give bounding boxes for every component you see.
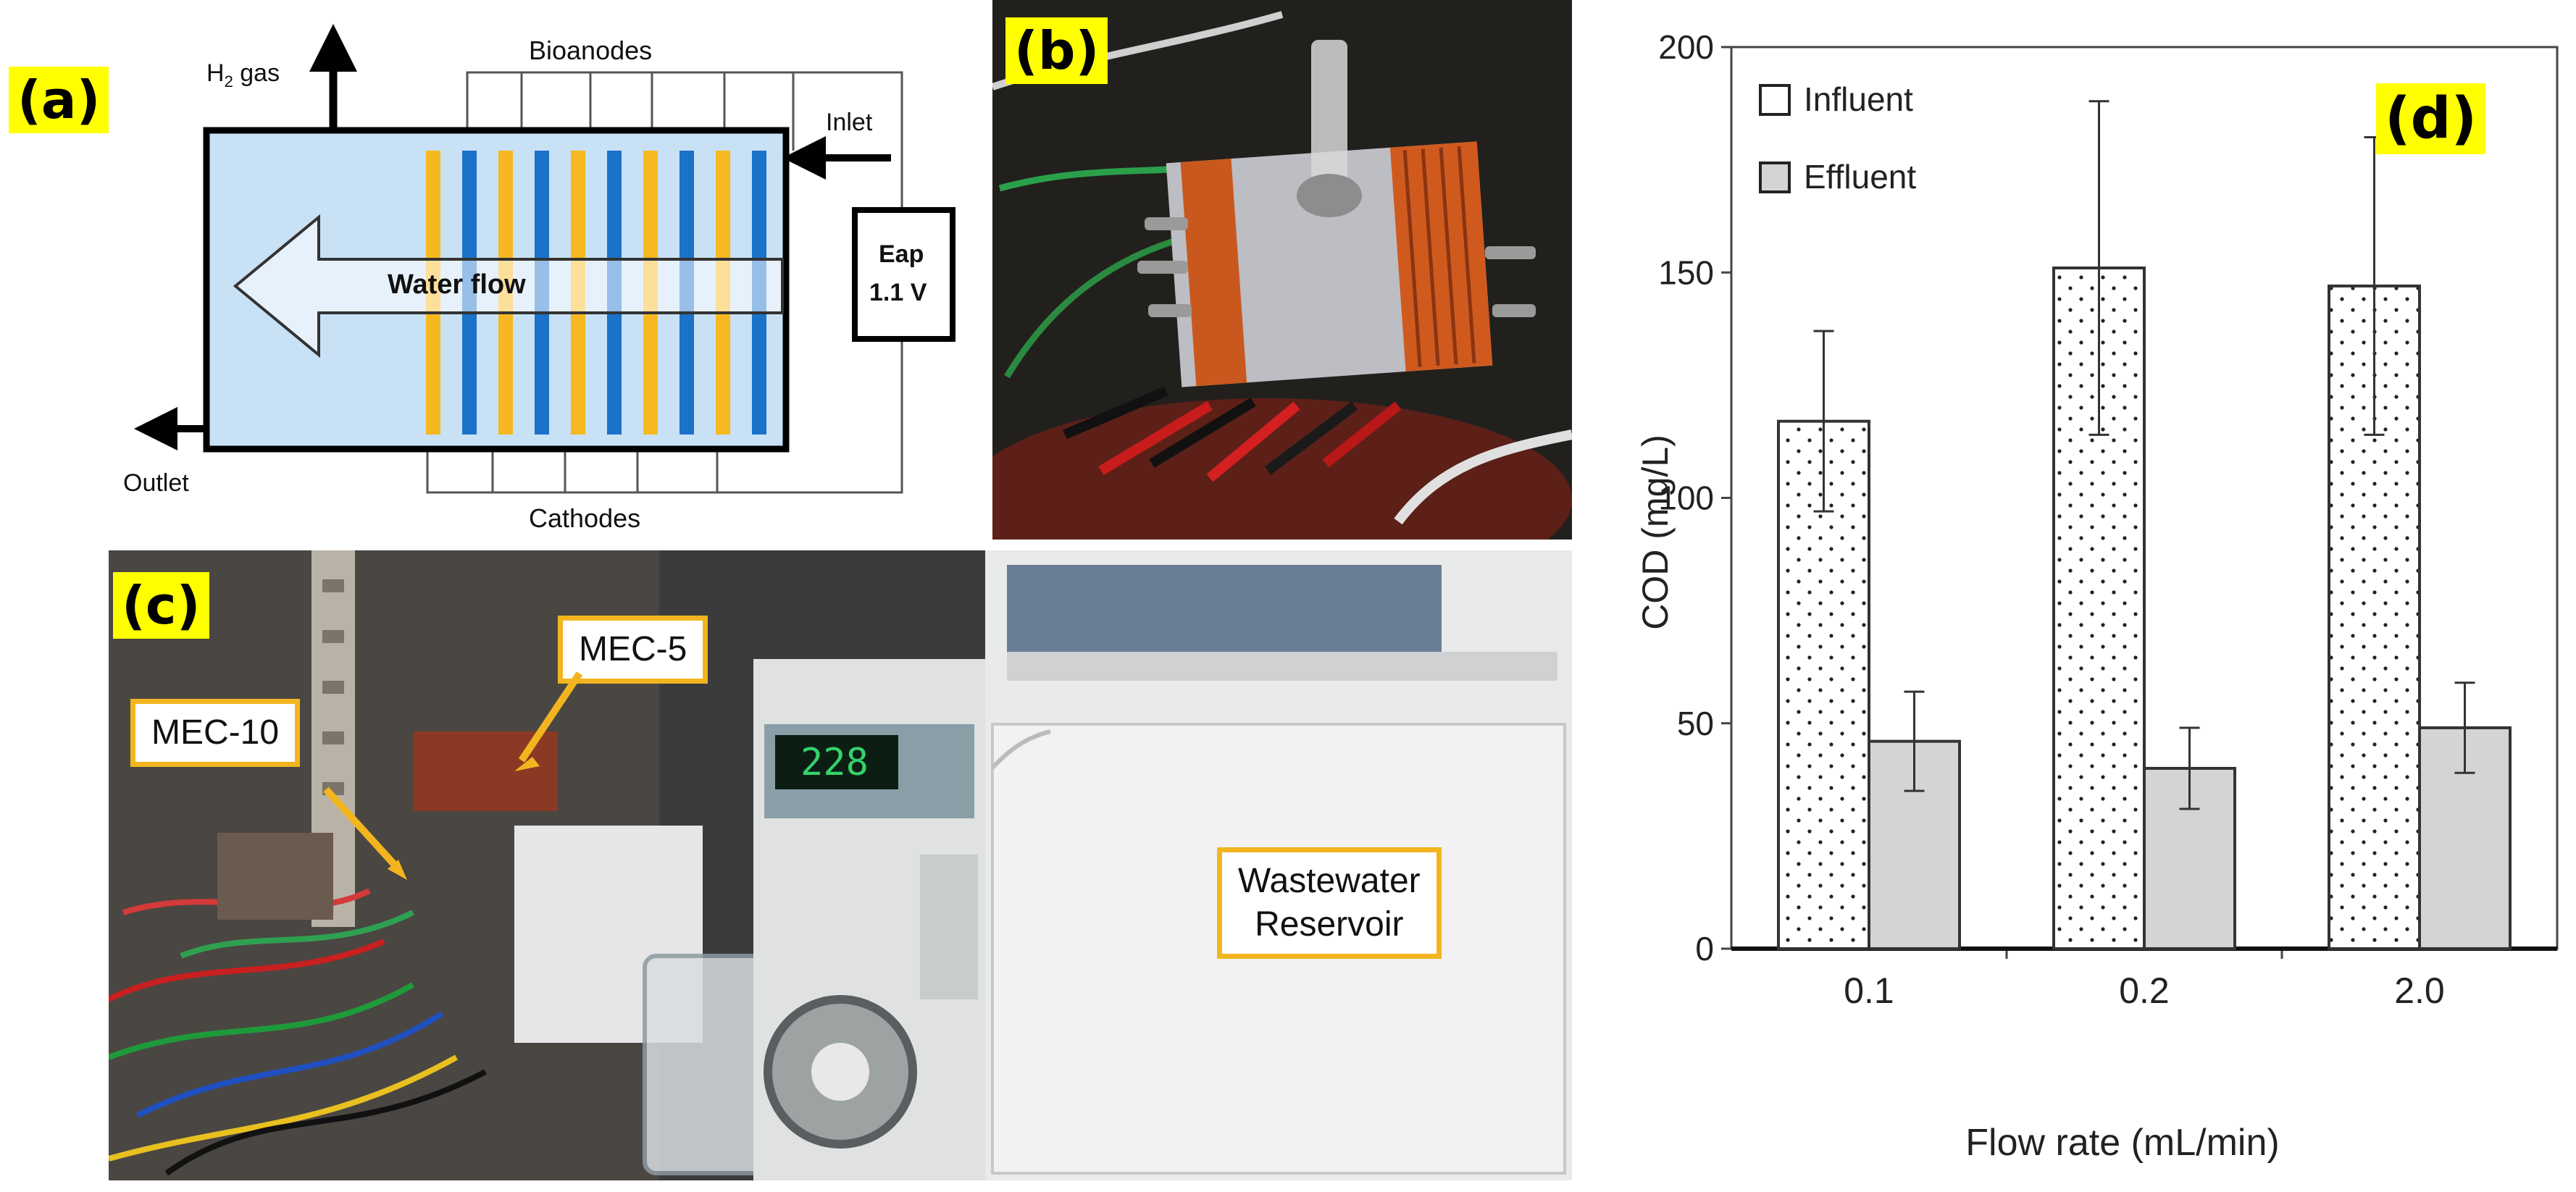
y-axis-label: COD (mg/L) (1635, 435, 1676, 629)
reservoir-callout: Wastewater Reservoir (1217, 847, 1442, 959)
inlet-label: Inlet (826, 109, 873, 136)
panel-c-tag: (c) (113, 572, 209, 639)
panel-c-photo: 228 (c) MEC-5 MEC-10 Wastewater Reservoi… (109, 550, 1572, 1180)
y-tick-label: 50 (1677, 705, 1714, 742)
y-tick-label: 0 (1695, 930, 1714, 968)
reservoir-callout-line2: Reservoir (1255, 905, 1404, 944)
panel-a-schematic: Water flow H2 gas Inlet Outlet Bioanodes… (0, 0, 971, 536)
chart-labels: 0 50 100 150 200 0.1 0.2 2.0 (1658, 28, 2445, 1011)
eap-voltage: 1.1 V (869, 279, 927, 306)
mec-5-callout: MEC-5 (558, 616, 708, 684)
legend-swatch-effluent (1759, 161, 1791, 193)
power-supply-box (852, 207, 955, 342)
x-tick-label: 0.1 (1844, 970, 1894, 1011)
pump-display-value: 228 (800, 741, 869, 784)
cathodes-label: Cathodes (529, 503, 640, 533)
mec-schematic: Water flow H2 gas Inlet Outlet Bioanodes… (123, 24, 955, 533)
y-tick-label: 200 (1658, 28, 1714, 66)
h2-gas-label: H2 gas (206, 59, 280, 91)
panel-b-photo: (b) (992, 0, 1572, 540)
water-flow-label: Water flow (388, 269, 526, 300)
panel-a-tag: (a) (9, 67, 109, 133)
gas-tube (1311, 40, 1347, 185)
y-tick-label: 150 (1658, 253, 1714, 291)
callout-arrows (323, 671, 583, 880)
pump-display (775, 735, 898, 789)
x-tick-label: 0.2 (2119, 970, 2170, 1011)
legend-swatch-influent (1759, 84, 1791, 116)
legend-label-influent: Influent (1804, 80, 1913, 118)
mec-photo-illustration (992, 0, 1572, 540)
copper-plates (1180, 141, 1493, 387)
chart-legend: Influent Effluent (1759, 80, 1916, 196)
chart-bars (1777, 100, 2512, 951)
panel-d-tag: (d) (2376, 83, 2486, 154)
mec-unit-10 (217, 833, 333, 920)
water-flow-arrow (233, 214, 784, 358)
bioanodes-label: Bioanodes (529, 35, 652, 65)
eap-label: Eap (879, 240, 924, 268)
outlet-label: Outlet (123, 469, 189, 497)
y-tick-label: 100 (1658, 479, 1714, 517)
x-axis-label: Flow rate (mL/min) (1965, 1122, 2279, 1164)
mec-10-callout: MEC-10 (130, 699, 301, 767)
x-tick-label: 2.0 (2394, 970, 2445, 1011)
panel-b-tag: (b) (1005, 17, 1108, 84)
reservoir-callout-line1: Wastewater (1238, 862, 1421, 900)
legend-label-effluent: Effluent (1804, 158, 1916, 196)
